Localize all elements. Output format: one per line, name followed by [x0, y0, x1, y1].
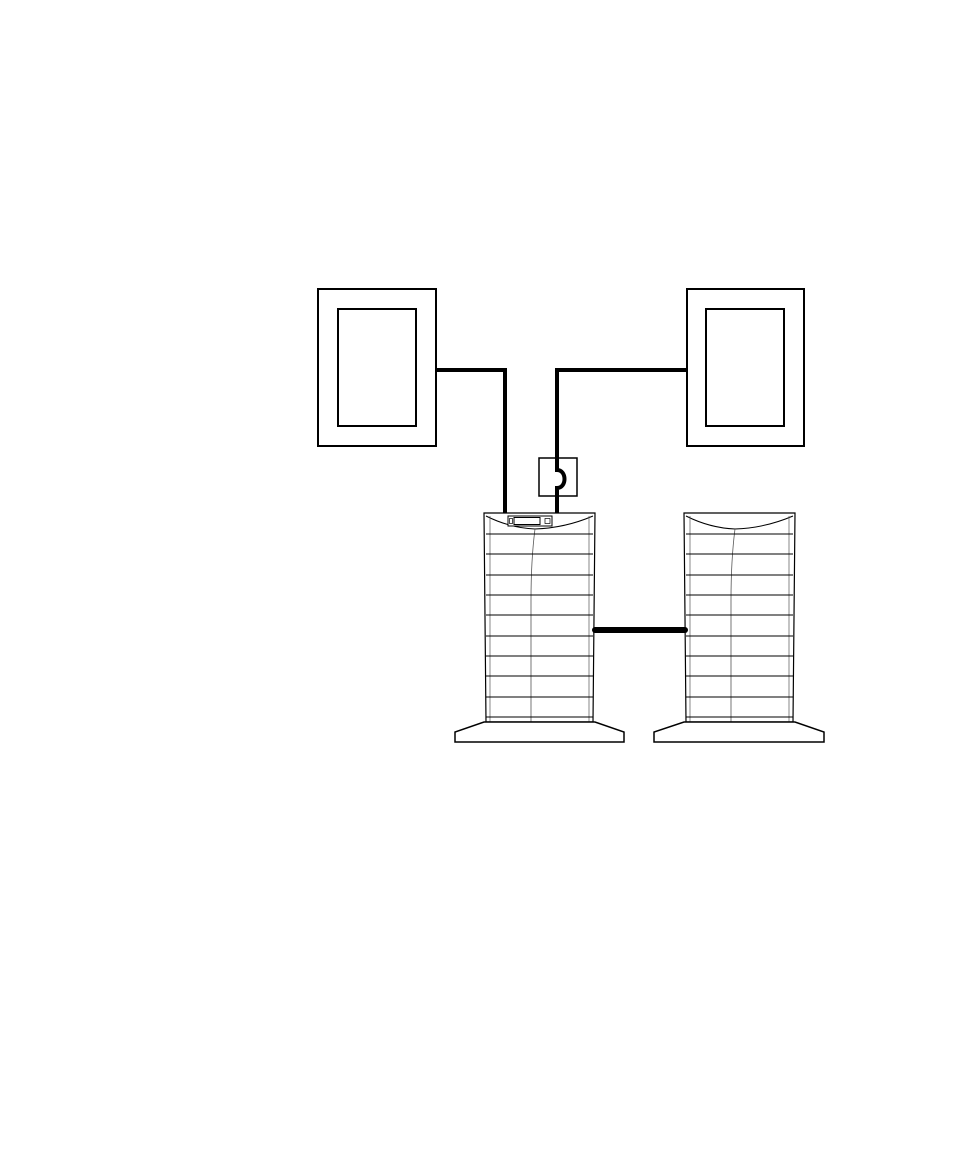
- battery-cabinet-base: [654, 722, 824, 742]
- ups-cabinet-body: [484, 513, 595, 722]
- cable-right-panel-to-junction: [557, 370, 687, 462]
- cable-left-panel-to-ups: [436, 370, 505, 516]
- junction-box: [539, 458, 577, 496]
- right-panel-inner: [706, 309, 784, 426]
- battery-cabinet-body: [684, 513, 795, 722]
- ups-display-button-left: [510, 519, 513, 524]
- left-wall-panel: [318, 289, 436, 446]
- ups-cabinet-base: [455, 722, 624, 742]
- ups-display-panel: [508, 516, 552, 526]
- left-panel-inner: [338, 309, 416, 426]
- ups-display-screen: [514, 518, 540, 525]
- right-wall-panel: [687, 289, 804, 446]
- ups-display-button-right: [545, 519, 550, 524]
